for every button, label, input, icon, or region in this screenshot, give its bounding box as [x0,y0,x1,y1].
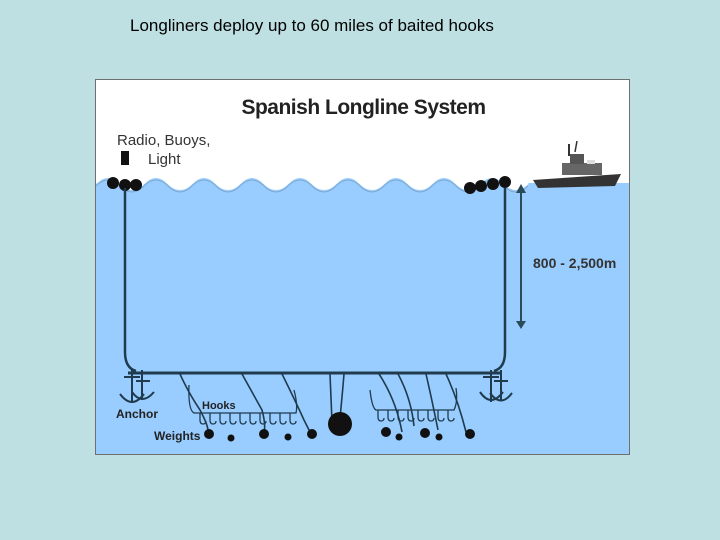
hook-icon [199,413,297,425]
depth-label: 800 - 2,500m [533,255,617,271]
longline-diagram: Spanish Longline System Radio, Buoys, Li… [95,79,630,455]
boat-icon [533,140,621,188]
anchor-label: Anchor [116,407,158,421]
depth-arrow [516,184,526,329]
radio-beacon-icon [121,151,129,165]
branch-lines [179,373,467,433]
buoy-icon [107,177,142,191]
slide-title: Longliners deploy up to 60 miles of bait… [130,16,494,35]
wave-shadow [96,179,529,193]
hook-set-right [369,387,458,411]
hooks-label: Hooks [202,400,236,412]
wave-crest [96,176,529,190]
diagram-canvas [96,140,629,454]
radio-buoys-label: Radio, Buoys, [117,132,211,149]
weights-label: Weights [154,429,201,443]
hook-set-left [188,384,298,414]
anchor-icon [119,370,155,403]
sea-water [96,177,629,454]
light-label: Light [148,151,181,168]
weight-icon [204,412,475,442]
hook-icon [377,410,455,422]
anchor-icon [479,370,513,402]
diagram-title: Spanish Longline System [241,96,486,119]
buoy-icon [464,176,511,194]
